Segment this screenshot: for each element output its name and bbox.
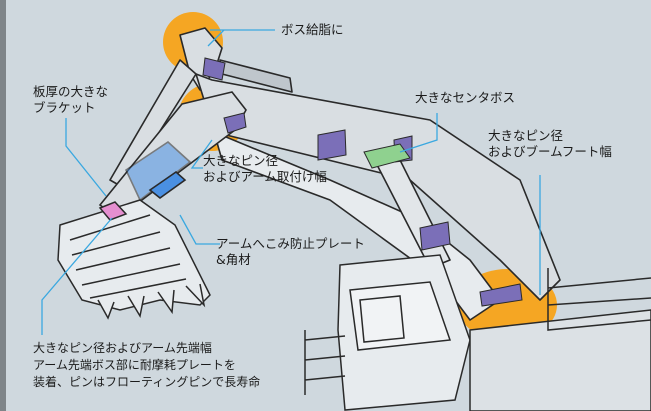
label-arm-tip: 大きなピン径およびアーム先端幅 アーム先端ボス部に耐摩耗プレートを 装着、ピンは…	[33, 341, 261, 389]
leader-bracket	[65, 118, 107, 197]
leader-boss-grease	[207, 29, 275, 47]
leader-arm-tip	[41, 217, 113, 335]
label-dent-plate: アームへこみ防止プレート &角材	[216, 236, 365, 267]
label-boom-foot: 大きなピン径 およびブームフート幅	[488, 128, 612, 159]
label-center-boss: 大きなセンタボス	[415, 90, 516, 105]
center-boss-green	[363, 143, 411, 169]
label-bracket: 板厚の大きな ブラケット	[33, 84, 109, 115]
railing	[304, 268, 651, 395]
left-edge-bar	[0, 0, 6, 411]
bucket	[57, 199, 211, 320]
label-arm-mount: 大きなピン径 およびアーム取付け幅	[203, 153, 327, 184]
cab	[337, 254, 651, 411]
leader-lines	[41, 29, 541, 335]
leader-dent-plate	[179, 214, 220, 245]
leader-center-boss	[399, 113, 438, 153]
label-boss-grease: ボス給脂に	[281, 22, 344, 37]
arm	[98, 91, 247, 219]
leader-arm-mount	[190, 139, 213, 169]
